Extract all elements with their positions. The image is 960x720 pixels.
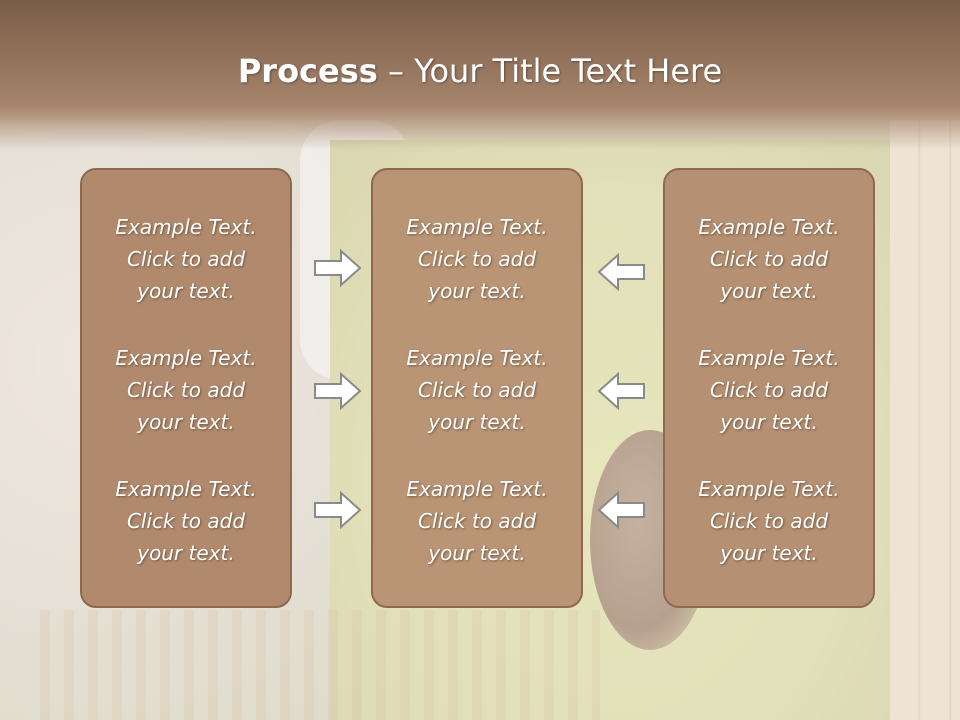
text-placeholder[interactable]: Example Text. Click to add your text. <box>665 342 873 438</box>
text-line: your text. <box>720 279 818 304</box>
text-line: Click to add <box>126 508 246 533</box>
text-line: Example Text. <box>698 345 840 370</box>
text-placeholder[interactable]: Example Text. Click to add your text. <box>665 473 873 569</box>
text-line: Click to add <box>709 247 829 272</box>
process-panel-2[interactable]: Example Text. Click to add your text. Ex… <box>371 168 583 608</box>
text-line: your text. <box>428 409 526 434</box>
text-line: your text. <box>720 540 818 565</box>
text-line: Example Text. <box>698 476 840 501</box>
right-arrow-icon <box>314 371 362 411</box>
right-arrow-icon <box>314 490 362 530</box>
text-placeholder[interactable]: Example Text. Click to add your text. <box>82 211 290 307</box>
left-arrow-icon <box>597 371 645 411</box>
text-placeholder[interactable]: Example Text. Click to add your text. <box>373 473 581 569</box>
right-arrow-icon <box>314 248 362 288</box>
process-panel-1[interactable]: Example Text. Click to add your text. Ex… <box>80 168 292 608</box>
text-line: your text. <box>137 540 235 565</box>
text-placeholder[interactable]: Example Text. Click to add your text. <box>82 342 290 438</box>
text-line: Example Text. <box>406 345 548 370</box>
text-line: Example Text. <box>406 476 548 501</box>
text-line: Click to add <box>417 247 537 272</box>
text-line: Click to add <box>709 508 829 533</box>
text-line: your text. <box>428 279 526 304</box>
striped-sheet <box>40 610 600 720</box>
slide-title[interactable]: Process – Your Title Text Here <box>0 52 960 90</box>
text-line: Example Text. <box>115 345 257 370</box>
text-placeholder[interactable]: Example Text. Click to add your text. <box>373 211 581 307</box>
left-arrow-icon <box>597 252 645 292</box>
text-line: your text. <box>137 279 235 304</box>
text-placeholder[interactable]: Example Text. Click to add your text. <box>82 473 290 569</box>
text-line: your text. <box>720 409 818 434</box>
title-band <box>0 0 960 150</box>
text-line: Click to add <box>126 377 246 402</box>
left-arrow-icon <box>597 490 645 530</box>
text-line: your text. <box>137 409 235 434</box>
text-line: Example Text. <box>115 476 257 501</box>
text-line: Click to add <box>417 377 537 402</box>
process-panel-3[interactable]: Example Text. Click to add your text. Ex… <box>663 168 875 608</box>
text-line: Click to add <box>126 247 246 272</box>
text-line: Click to add <box>417 508 537 533</box>
text-line: your text. <box>428 540 526 565</box>
text-line: Example Text. <box>698 215 840 240</box>
wood-floor <box>890 120 960 720</box>
title-bold: Process <box>237 52 378 90</box>
title-rest: – Your Title Text Here <box>377 52 723 90</box>
text-placeholder[interactable]: Example Text. Click to add your text. <box>373 342 581 438</box>
text-line: Click to add <box>709 377 829 402</box>
text-placeholder[interactable]: Example Text. Click to add your text. <box>665 211 873 307</box>
text-line: Example Text. <box>406 215 548 240</box>
text-line: Example Text. <box>115 215 257 240</box>
